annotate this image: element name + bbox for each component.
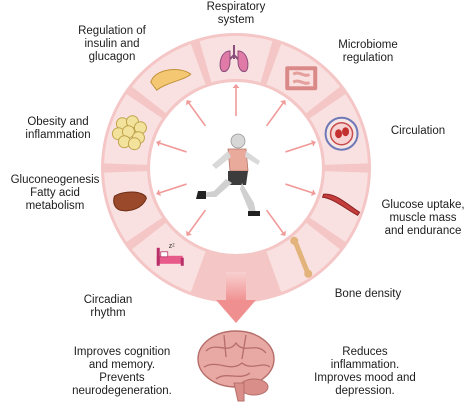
arrow — [159, 142, 187, 153]
arrowhead — [156, 139, 161, 147]
label-line: Regulation of — [78, 25, 147, 37]
arrow — [188, 209, 207, 234]
running-person-icon — [196, 133, 260, 216]
arrow — [159, 183, 187, 194]
label-line: system — [218, 14, 254, 26]
label-line: inflammation. — [330, 359, 400, 371]
ring-sector — [266, 43, 341, 114]
arrow — [265, 102, 284, 127]
arrowhead — [232, 84, 240, 88]
svg-text:zᶻ: zᶻ — [169, 243, 176, 250]
label-line: and memory. — [88, 359, 156, 371]
arrow — [188, 102, 207, 127]
arrowhead — [186, 230, 192, 236]
organ-ring: zᶻ — [101, 33, 371, 303]
label-line: Glucose uptake, — [381, 199, 464, 211]
adipose-tissue-icon — [111, 115, 147, 151]
label-line: Circulation — [391, 125, 445, 137]
arrow — [285, 142, 313, 153]
arrowhead — [280, 100, 286, 106]
circulation-label: Circulation — [391, 125, 445, 137]
label-line: Improves cognition — [73, 346, 171, 358]
blood-vessel-icon — [324, 116, 359, 151]
arrowhead — [280, 230, 286, 236]
arrowhead — [186, 100, 192, 106]
bed-icon: zᶻ — [156, 243, 184, 266]
arrow — [285, 183, 313, 194]
label-line: glucagon — [89, 51, 136, 63]
label-line: insulin and — [85, 38, 140, 50]
brain-icon — [197, 330, 275, 402]
label-line: Prevents — [99, 372, 145, 384]
muscle-icon — [321, 193, 361, 216]
label-line: Bone density — [335, 288, 402, 300]
label-line: Reduces — [342, 346, 388, 358]
label-line: Circadian — [84, 294, 133, 306]
effect-arrows — [156, 84, 316, 236]
brain-arrow — [216, 272, 256, 323]
label-line: depression. — [335, 385, 395, 397]
pancreas-icon — [150, 69, 192, 91]
label-line: neurodegeneration. — [72, 385, 172, 397]
lungs-icon — [219, 45, 249, 72]
label-line: Improves mood and — [314, 372, 416, 384]
label-line: regulation — [343, 52, 394, 64]
liver-icon — [113, 191, 147, 212]
arrow — [265, 209, 284, 234]
label-line: inflammation — [25, 129, 90, 141]
arrowhead — [311, 139, 316, 147]
bone-icon — [290, 236, 313, 278]
label-line: Fatty acid — [30, 187, 80, 199]
intestine-icon — [285, 66, 318, 91]
label-line: metabolism — [26, 200, 85, 212]
arrowhead — [156, 189, 161, 197]
label-line: rhythm — [90, 307, 125, 319]
arrowhead — [311, 189, 316, 197]
label-line: and endurance — [385, 225, 462, 237]
ring-sector — [199, 36, 273, 83]
label-line: Respiratory — [207, 1, 266, 13]
label-line: Obesity and — [27, 116, 88, 128]
ring-sector — [309, 171, 368, 242]
label-line: Microbiome — [338, 39, 397, 51]
bone-label: Bone density — [335, 288, 402, 300]
label-line: muscle mass — [389, 212, 456, 224]
label-line: Gluconeogenesis — [11, 174, 100, 186]
